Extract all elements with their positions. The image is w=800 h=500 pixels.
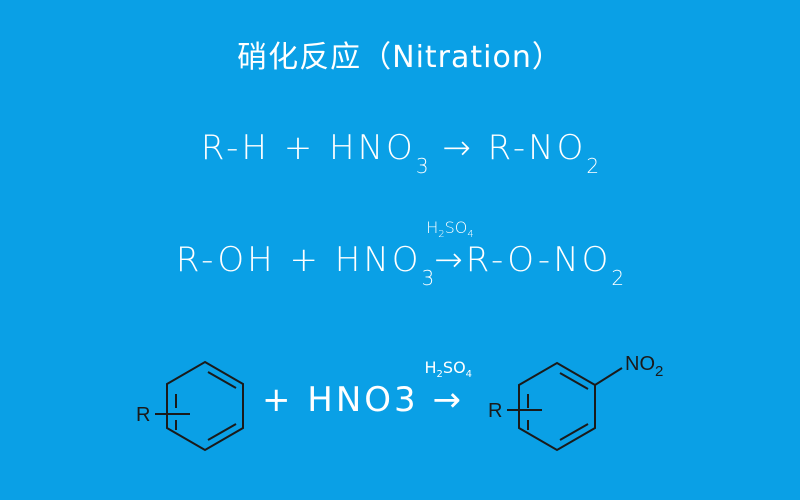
benzene-ring-product (507, 361, 623, 452)
substituent-r: R (488, 400, 502, 422)
subscript: 3 (415, 154, 429, 178)
product: R-NO (487, 128, 587, 168)
arrow-icon: → (434, 240, 466, 280)
subscript: 2 (611, 266, 625, 290)
equation-alkane-nitration: R-H + HNO3 → R-NO2 (0, 128, 800, 178)
arrow-icon: → (442, 128, 474, 168)
reactants: R-OH + HNO (175, 240, 422, 280)
equation-alcohol-nitration: R-OH + HNO3 H2SO4→R-O-NO2 (0, 218, 800, 290)
subscript: 3 (421, 266, 435, 290)
reagent: + HNO3 (262, 380, 419, 420)
catalyst-label: H2SO4 (426, 218, 474, 240)
page-title: 硝化反应（Nitration） (237, 40, 563, 75)
arrow-icon: → (432, 380, 465, 420)
reactants: R-H + HNO (200, 128, 416, 168)
nitro-group: NO2 (625, 353, 663, 380)
benzene-ring-reactant (155, 360, 244, 452)
subscript: 2 (586, 154, 600, 178)
product: R-O-NO (465, 240, 612, 280)
catalyst-label: H2SO4 (424, 358, 473, 380)
equation-benzene-nitration: + HNO3 H2SO4→ (262, 358, 472, 420)
substituent-r: R (136, 404, 150, 426)
